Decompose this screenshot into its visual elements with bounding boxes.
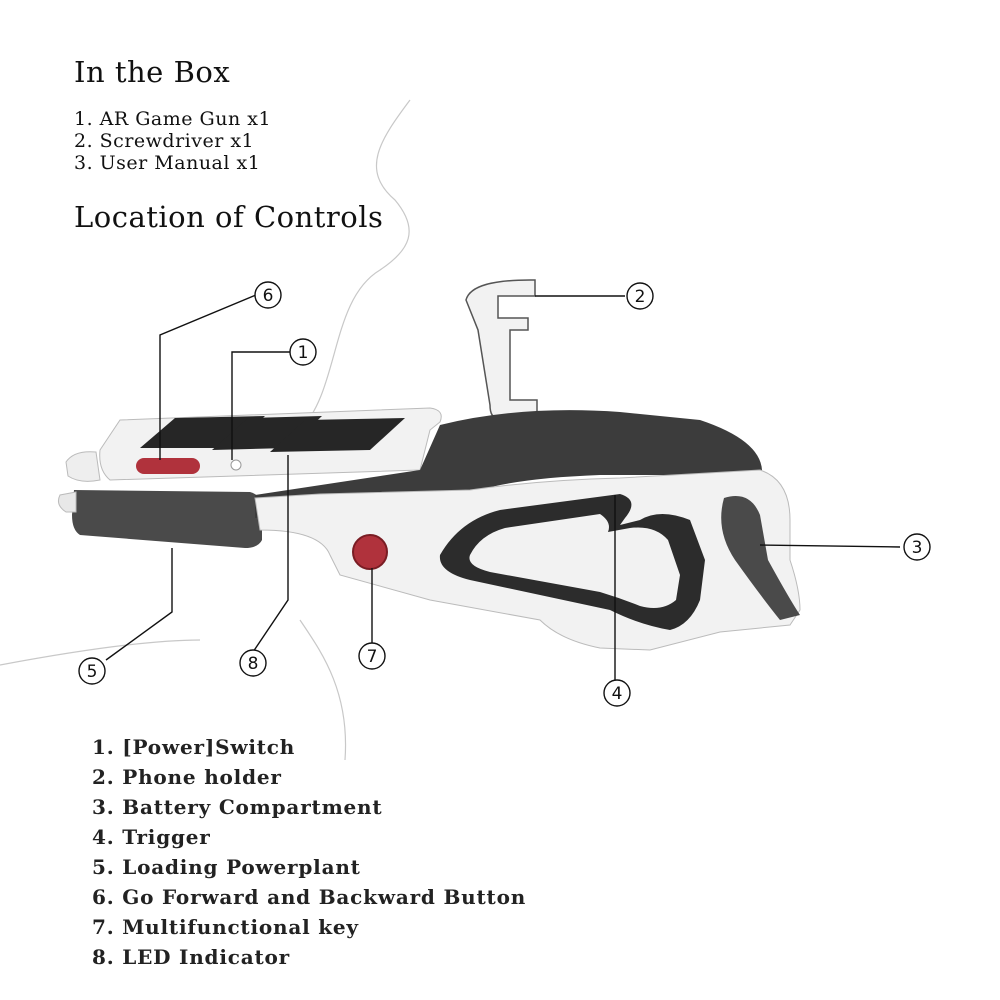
legend-battery-compartment: 3. Battery Compartment <box>92 795 383 819</box>
callout-4-label: 4 <box>612 684 623 704</box>
box-contents-list: 1. AR Game Gun x1 2. Screwdriver x1 3. U… <box>74 108 271 174</box>
phone-holder <box>465 279 538 419</box>
callout-6-label: 6 <box>263 286 274 306</box>
legend-multifunctional-key: 7. Multifunctional key <box>92 915 359 939</box>
location-of-controls-heading: Location of Controls <box>74 200 384 234</box>
callout-3: 3 <box>903 533 931 561</box>
callout-2-label: 2 <box>635 287 646 307</box>
legend-trigger: 4. Trigger <box>92 825 211 849</box>
controls-legend-list: 1. [Power]Switch 2. Phone holder 3. Batt… <box>92 732 526 972</box>
callout-7: 7 <box>358 642 386 670</box>
box-item-user-manual: 3. User Manual x1 <box>74 152 261 174</box>
gun-grip <box>254 469 801 651</box>
legend-led-indicator: 8. LED Indicator <box>92 945 290 969</box>
callout-5: 5 <box>78 657 106 685</box>
legend-loading-powerplant: 5. Loading Powerplant <box>92 855 361 879</box>
multifunctional-key <box>352 534 388 570</box>
legend-forward-backward-button: 6. Go Forward and Backward Button <box>92 885 527 909</box>
callout-1: 1 <box>289 338 317 366</box>
callout-7-label: 7 <box>367 647 378 667</box>
power-switch <box>230 459 242 471</box>
callout-3-label: 3 <box>912 538 923 558</box>
callout-8: 8 <box>239 649 267 677</box>
box-item-ar-gun: 1. AR Game Gun x1 <box>74 108 272 130</box>
callout-5-label: 5 <box>87 662 98 682</box>
background-scribbles <box>0 99 411 761</box>
forward-backward-button <box>136 458 200 474</box>
loading-powerplant <box>58 490 262 548</box>
callout-4: 4 <box>603 679 631 707</box>
callout-6: 6 <box>254 281 282 309</box>
gun-upper-body <box>65 407 442 482</box>
in-the-box-heading: In the Box <box>74 55 231 89</box>
callout-lines <box>105 294 901 680</box>
legend-power-switch: 1. [Power]Switch <box>92 735 296 759</box>
callout-8-label: 8 <box>248 654 259 674</box>
callout-1-label: 1 <box>298 343 309 363</box>
callout-2: 2 <box>626 282 654 310</box>
gun-dark-band <box>255 410 762 518</box>
controls-buttons <box>136 458 388 570</box>
legend-phone-holder: 2. Phone holder <box>92 765 282 789</box>
box-item-screwdriver: 2. Screwdriver x1 <box>74 130 255 152</box>
